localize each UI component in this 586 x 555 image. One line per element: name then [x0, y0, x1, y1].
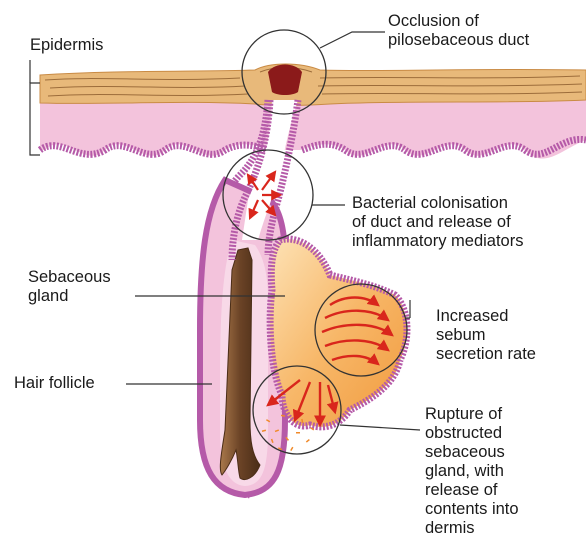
- sebaceous-gland: [270, 239, 407, 427]
- occlusion-plug: [268, 65, 302, 96]
- label-bacterial-colonisation: Bacterial colonisation of duct and relea…: [352, 194, 523, 251]
- label-hair-follicle: Hair follicle: [14, 374, 95, 393]
- epidermis-band: [40, 64, 586, 106]
- label-increased-sebum: Increased sebum secretion rate: [436, 307, 536, 364]
- label-epidermis: Epidermis: [30, 36, 103, 55]
- label-occlusion: Occlusion of pilosebaceous duct: [388, 12, 529, 50]
- label-sebaceous-gland: Sebaceous gland: [28, 268, 111, 306]
- label-rupture: Rupture of obstructed sebaceous gland, w…: [425, 405, 519, 538]
